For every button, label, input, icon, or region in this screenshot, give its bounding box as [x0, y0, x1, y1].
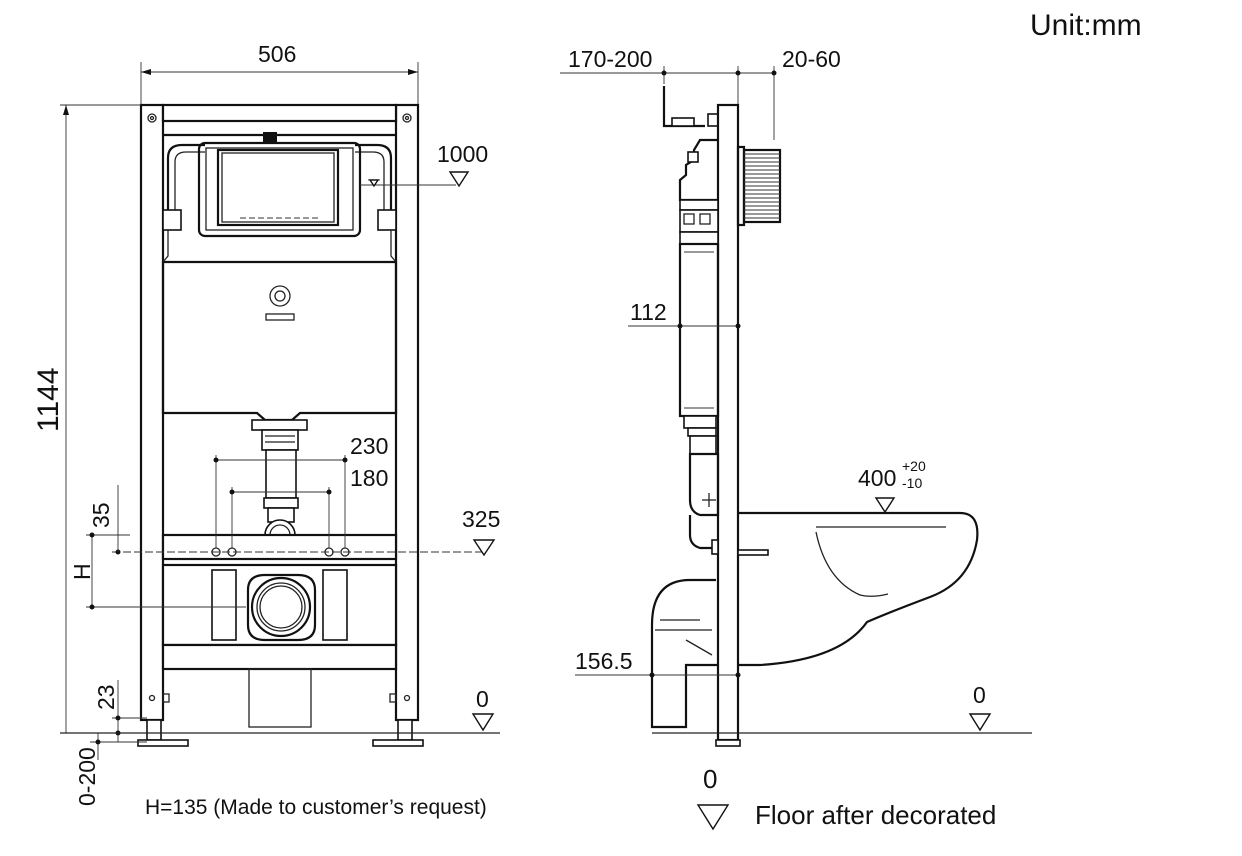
h-dimensions: 35 H — [69, 485, 246, 610]
flush-height-leader: 1000 — [360, 141, 488, 188]
h-label: H — [69, 563, 95, 580]
side-tank — [678, 242, 720, 437]
outlet-depth-label: 156.5 — [575, 648, 633, 674]
flush-height-label: 1000 — [437, 141, 488, 167]
overall-height-label: 1144 — [32, 367, 65, 432]
side-floor-marker — [968, 713, 992, 732]
frame-legs — [137, 668, 424, 747]
right-frame-post — [394, 103, 420, 722]
side-view: 170-200 20-60 — [560, 46, 1032, 747]
flush-pipe — [251, 419, 308, 551]
inner-bolt-spacing-label: 180 — [350, 465, 388, 491]
depth-dimensions: 170-200 20-60 — [560, 46, 841, 140]
legend-value: 0 — [703, 764, 717, 794]
front-floor-marker — [471, 713, 495, 732]
legend-text: Floor after decorated — [755, 800, 996, 830]
wall-range-label: 20-60 — [782, 46, 841, 72]
front-view: 506 — [32, 41, 500, 819]
outlet-depth-dimension: 156.5 — [575, 648, 741, 678]
base-dimensions: 23 0-200 — [74, 680, 147, 806]
side-frame-post — [716, 103, 740, 742]
side-floor-label: 0 — [973, 682, 986, 708]
side-valve-head — [678, 138, 719, 245]
width-label: 506 — [258, 41, 296, 67]
bolt-spacing-dimensions: 230 180 — [213, 433, 388, 548]
outlet-connector — [246, 573, 317, 642]
bowl-height-marker: 400 +20 -10 — [858, 458, 926, 514]
frame-base-label: 23 — [93, 684, 119, 710]
bowl-tol-minus: -10 — [902, 475, 922, 491]
outer-bolt-spacing-label: 230 — [350, 433, 388, 459]
bolt-level-label: 325 — [462, 506, 500, 532]
h-offset-label: 35 — [88, 502, 114, 528]
flush-plate-frame — [197, 132, 362, 238]
width-dimension: 506 — [140, 41, 419, 104]
bowl-height-label: 400 — [858, 465, 896, 491]
tank-depth-dimension: 112 — [628, 299, 741, 329]
overall-height-dimension: 1144 — [32, 104, 141, 733]
valve-symbol — [265, 285, 295, 321]
toilet-bowl — [738, 511, 979, 667]
tank-depth-label: 112 — [630, 299, 667, 325]
outlet-bend — [650, 578, 718, 729]
legend-marker — [696, 804, 730, 831]
left-frame-post — [139, 103, 165, 722]
leg-adjust-label: 0-200 — [74, 747, 100, 806]
bolt-level-line: 325 — [112, 506, 500, 557]
floor-legend: 0 Floor after decorated — [696, 764, 996, 831]
wall-bracket — [662, 86, 719, 128]
lower-frame — [161, 533, 398, 671]
front-floor-label: 0 — [476, 686, 489, 712]
depth-range-label: 170-200 — [568, 46, 652, 72]
side-flush-pipe — [688, 435, 769, 556]
h-note: H=135 (Made to customer’s request) — [145, 796, 487, 819]
top-frame-rail — [161, 103, 398, 123]
flush-plate-profile — [736, 145, 782, 227]
bowl-tol-plus: +20 — [902, 458, 926, 474]
unit-label: Unit:mm — [1030, 9, 1142, 42]
